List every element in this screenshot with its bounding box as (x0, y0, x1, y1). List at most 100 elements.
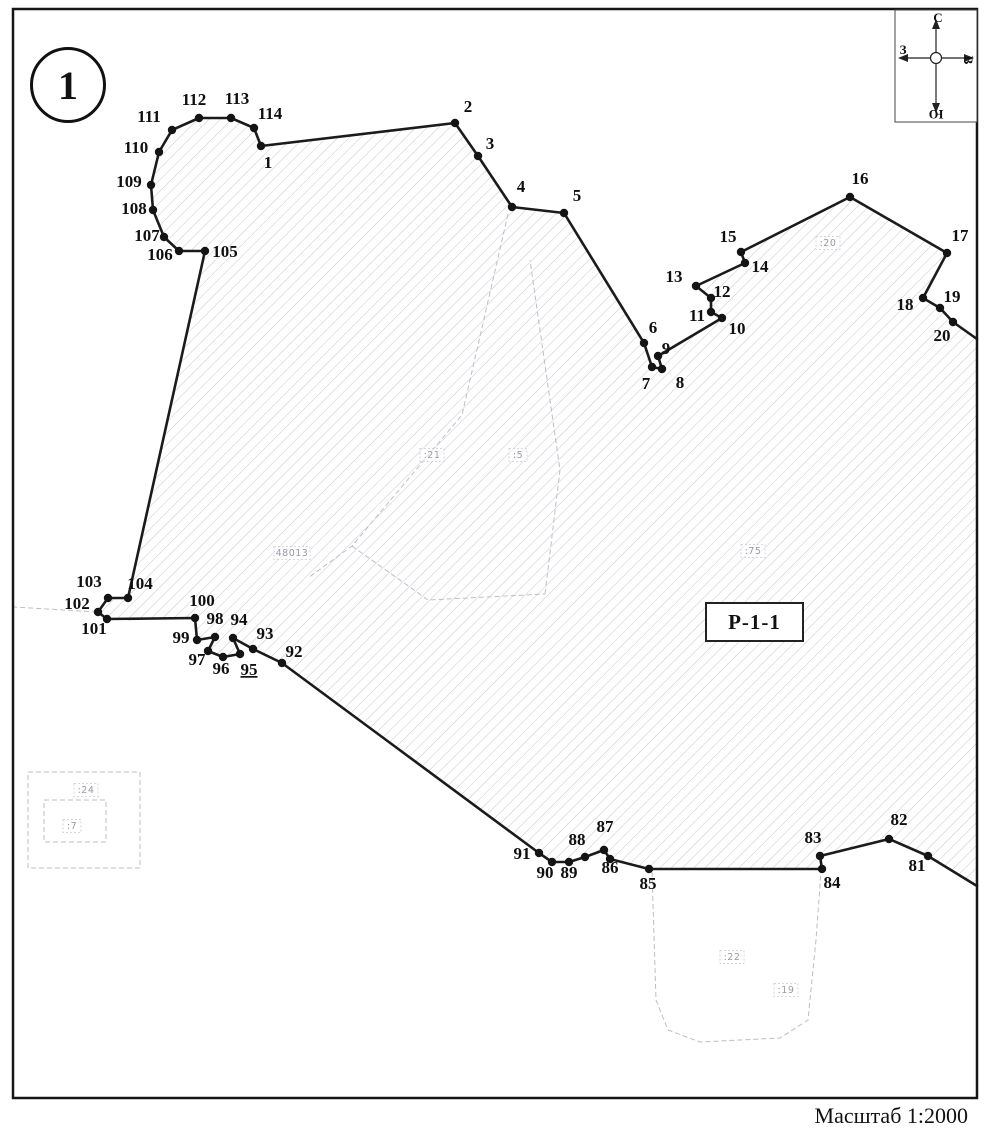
point-label-109: 109 (116, 172, 142, 191)
compass-north-label: С (933, 10, 942, 25)
point-label-8: 8 (676, 373, 685, 392)
boundary-point-14 (740, 258, 750, 268)
cadastral-number-tag (773, 983, 799, 997)
cadastral-number-tag (815, 236, 841, 250)
point-label-81: 81 (909, 856, 926, 875)
point-label-12: 12 (714, 282, 731, 301)
point-label-113: 113 (225, 89, 250, 108)
subparcel-line (351, 545, 546, 601)
compass-south-label: Ю (929, 107, 944, 122)
point-label-111: 111 (137, 107, 161, 126)
point-label-11: 11 (689, 306, 705, 325)
compass-west-arrow-icon (898, 54, 908, 62)
point-label-16: 16 (852, 169, 869, 188)
zone-label: Р-1-1 (728, 609, 781, 634)
compass-south-arrow-icon (932, 103, 940, 113)
sheet-number-badge: 1 (30, 47, 106, 123)
point-label-14: 14 (752, 257, 770, 276)
boundary-point-16 (845, 192, 855, 202)
point-label-87: 87 (597, 817, 615, 836)
point-label-98: 98 (207, 609, 224, 628)
point-label-13: 13 (666, 267, 683, 286)
boundary-point-106 (174, 246, 184, 256)
subparcel-line (307, 213, 509, 579)
point-label-19: 19 (944, 287, 961, 306)
boundary-point-6 (639, 338, 649, 348)
parcel-area (98, 118, 977, 886)
parcel-layer (96, 116, 979, 888)
boundary-point-11 (706, 307, 716, 317)
cadastral-number: :21 (424, 450, 441, 461)
point-label-85: 85 (640, 874, 657, 893)
boundary-point-94 (228, 633, 238, 643)
point-label-93: 93 (257, 624, 274, 643)
boundary-point-4 (507, 202, 517, 212)
point-label-97: 97 (189, 650, 207, 669)
point-label-86: 86 (602, 858, 619, 877)
boundary-point-18 (918, 293, 928, 303)
point-label-1: 1 (264, 153, 273, 172)
boundary-point-101 (102, 614, 112, 624)
point-label-9: 9 (662, 339, 671, 358)
boundary-point-13 (691, 281, 701, 291)
point-label-84: 84 (824, 873, 842, 892)
boundary-point-88 (580, 852, 590, 862)
boundary-point-84 (817, 864, 827, 874)
cadastral-number: :20 (820, 238, 837, 249)
scale-label: Масштаб 1:2000 (814, 1103, 968, 1128)
point-label-104: 104 (127, 574, 153, 593)
boundary-point-82 (884, 834, 894, 844)
boundary-point-5 (559, 208, 569, 218)
point-label-7: 7 (642, 374, 651, 393)
boundary-point-100 (190, 613, 200, 623)
boundary-point-99 (192, 635, 202, 645)
cadastral-number-tag (740, 544, 766, 558)
point-label-88: 88 (569, 830, 586, 849)
point-label-15: 15 (720, 227, 737, 246)
cadastral-number: :22 (724, 952, 741, 963)
boundary-point-15 (736, 247, 746, 257)
boundary-point-1 (256, 141, 266, 151)
point-label-102: 102 (64, 594, 90, 613)
boundary-point-107 (159, 232, 169, 242)
point-label-100: 100 (189, 591, 215, 610)
point-label-110: 110 (124, 138, 149, 157)
map-frame (11, 7, 979, 1100)
sheet-number: 1 (58, 62, 78, 108)
cadastral-number-tag (419, 448, 445, 462)
boundary-point-97 (203, 646, 213, 656)
cadastral-number: :19 (778, 985, 795, 996)
cadastral-number: :24 (78, 785, 95, 796)
boundary-point-86 (605, 854, 615, 864)
subparcel-line (651, 871, 822, 1043)
subparcel-line (529, 259, 561, 595)
point-label-82: 82 (891, 810, 908, 829)
compass-east-arrow-icon (964, 54, 974, 62)
boundary-points-layer (93, 113, 958, 874)
boundary-point-93 (248, 644, 258, 654)
subparcel-line (27, 771, 141, 869)
point-label-2: 2 (464, 97, 473, 116)
boundary-point-20 (948, 317, 958, 327)
point-label-4: 4 (517, 177, 526, 196)
cadastral-number: :75 (745, 546, 762, 557)
point-label-91: 91 (514, 844, 531, 863)
boundary-point-89 (564, 857, 574, 867)
boundary-point-9 (653, 351, 663, 361)
point-label-17: 17 (952, 226, 970, 245)
point-label-3: 3 (486, 134, 495, 153)
compass-hub-icon (929, 51, 943, 65)
boundary-point-81 (923, 851, 933, 861)
point-label-107: 107 (134, 226, 160, 245)
point-label-5: 5 (573, 186, 582, 205)
point-label-95: 95 (241, 660, 258, 679)
boundary-point-102 (93, 607, 103, 617)
compass-west-label: З (900, 42, 907, 57)
boundary-point-111 (167, 125, 177, 135)
cadastral-number-tag (62, 819, 82, 833)
boundary-point-105 (200, 246, 210, 256)
point-label-99: 99 (173, 628, 190, 647)
compass-rose: С Ю З В (894, 9, 978, 123)
